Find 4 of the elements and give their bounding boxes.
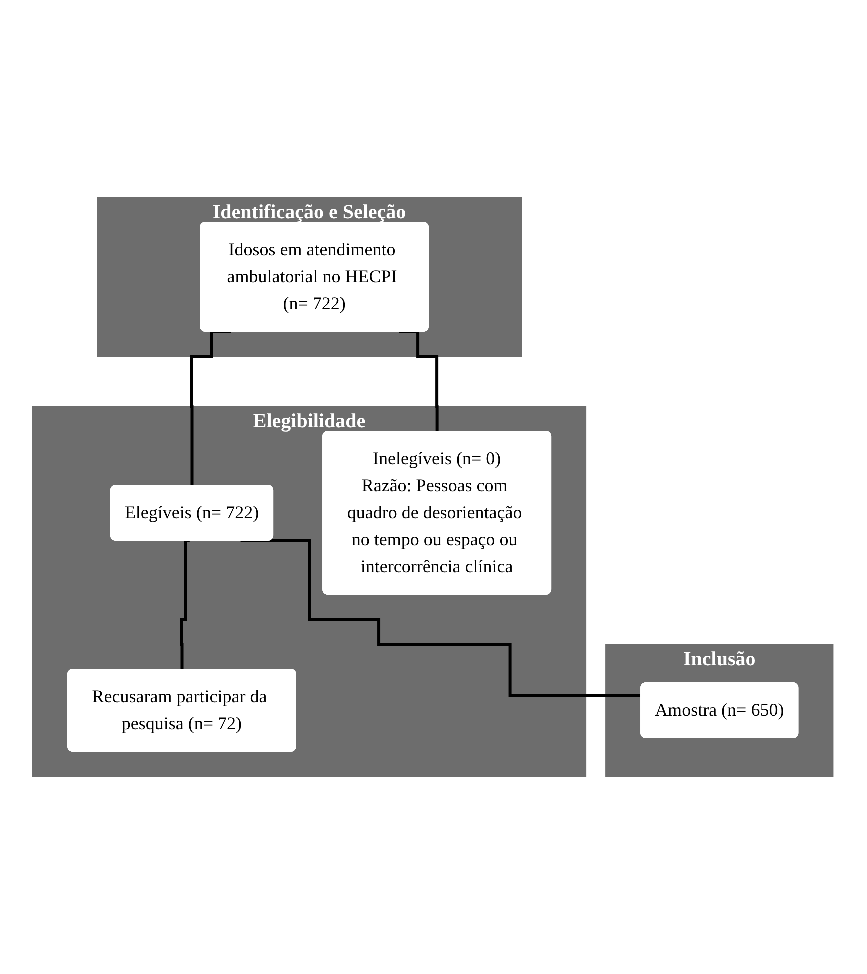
connector — [241, 540, 642, 698]
connector — [180, 540, 190, 672]
connector — [190, 330, 232, 488]
connector — [399, 330, 440, 434]
